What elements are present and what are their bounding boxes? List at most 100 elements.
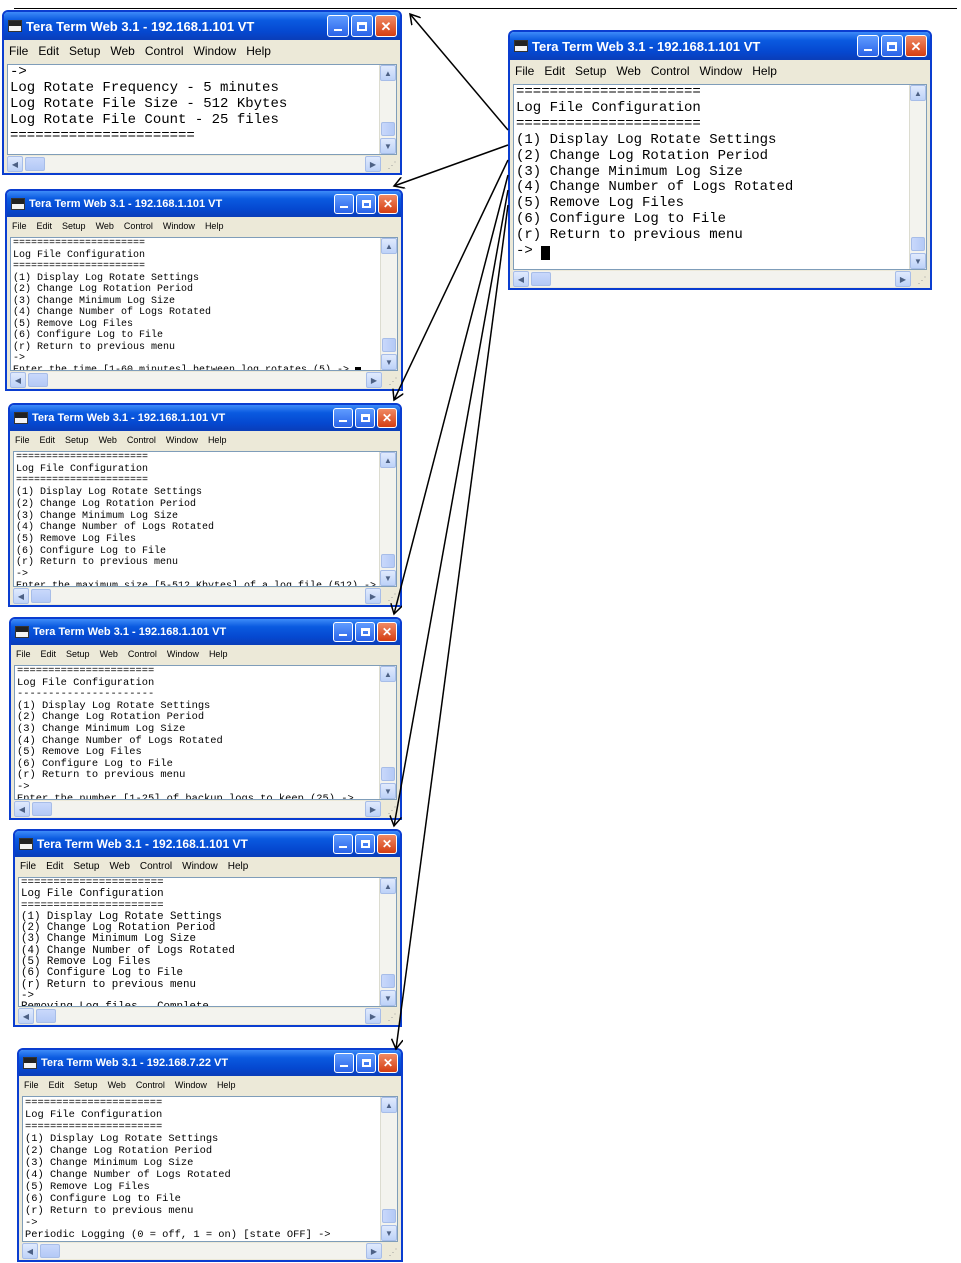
scroll-thumb[interactable]: [381, 554, 395, 568]
menu-setup[interactable]: Setup: [62, 221, 86, 231]
resize-grip-icon[interactable]: ⋰: [388, 376, 398, 386]
horizontal-scrollbar[interactable]: ◀▶: [22, 1243, 382, 1259]
menu-web[interactable]: Web: [110, 44, 135, 58]
menu-window[interactable]: Window: [166, 649, 199, 659]
vertical-scrollbar[interactable]: ▲▼: [380, 238, 397, 370]
menu-control[interactable]: Control: [135, 1080, 165, 1090]
close-button[interactable]: ✕: [378, 194, 398, 214]
menu-edit[interactable]: Edit: [40, 649, 57, 659]
menu-web[interactable]: Web: [616, 64, 641, 78]
horizontal-scrollbar[interactable]: ◀▶: [13, 588, 381, 604]
resize-grip-icon[interactable]: ⋰: [387, 805, 397, 815]
scroll-thumb[interactable]: [381, 767, 395, 781]
menu-file[interactable]: File: [16, 649, 31, 659]
resize-grip-icon[interactable]: ⋰: [917, 275, 927, 285]
menu-control[interactable]: Control: [123, 221, 153, 231]
menu-window[interactable]: Window: [174, 1080, 207, 1090]
scroll-up-button[interactable]: ▲: [910, 85, 926, 101]
maximize-button[interactable]: [351, 15, 373, 37]
scroll-up-button[interactable]: ▲: [381, 238, 397, 254]
maximize-button[interactable]: [355, 834, 375, 854]
close-button[interactable]: ✕: [378, 1053, 398, 1073]
menu-help[interactable]: Help: [208, 649, 228, 659]
menu-file[interactable]: File: [9, 44, 29, 58]
scroll-right-button[interactable]: ▶: [365, 1008, 381, 1024]
minimize-button[interactable]: [857, 35, 879, 57]
menu-edit[interactable]: Edit: [46, 860, 64, 872]
horizontal-scroll-thumb[interactable]: [531, 272, 551, 286]
menu-control[interactable]: Control: [126, 435, 156, 445]
maximize-button[interactable]: [355, 622, 375, 642]
title-bar[interactable]: Tera Term Web 3.1 - 192.168.1.101 VT✕: [15, 831, 400, 857]
menu-help[interactable]: Help: [246, 44, 271, 58]
menu-window[interactable]: Window: [162, 221, 195, 231]
menu-file[interactable]: File: [15, 435, 30, 445]
menu-edit[interactable]: Edit: [544, 64, 566, 78]
menu-window[interactable]: Window: [699, 64, 743, 78]
scroll-thumb[interactable]: [382, 1209, 396, 1223]
title-bar[interactable]: Tera Term Web 3.1 - 192.168.1.101 VT✕: [10, 405, 400, 431]
scroll-left-button[interactable]: ◀: [7, 156, 23, 172]
terminal-screen[interactable]: ======================Log File Configura…: [10, 237, 398, 371]
scroll-left-button[interactable]: ◀: [18, 1008, 34, 1024]
menu-setup[interactable]: Setup: [65, 435, 89, 445]
minimize-button[interactable]: [334, 194, 354, 214]
horizontal-scroll-thumb[interactable]: [40, 1244, 60, 1258]
menu-edit[interactable]: Edit: [36, 221, 53, 231]
scroll-right-button[interactable]: ▶: [895, 271, 911, 287]
terminal-screen[interactable]: ======================Log File Configura…: [14, 665, 397, 800]
menu-file[interactable]: File: [12, 221, 27, 231]
scroll-right-button[interactable]: ▶: [366, 372, 382, 388]
close-button[interactable]: ✕: [375, 15, 397, 37]
horizontal-scrollbar[interactable]: ◀▶: [14, 801, 381, 817]
horizontal-scroll-thumb[interactable]: [28, 373, 48, 387]
maximize-button[interactable]: [356, 1053, 376, 1073]
resize-grip-icon[interactable]: ⋰: [387, 592, 397, 602]
scroll-down-button[interactable]: ▼: [380, 138, 396, 154]
scroll-up-button[interactable]: ▲: [380, 878, 396, 894]
scroll-thumb[interactable]: [382, 338, 396, 352]
scroll-up-button[interactable]: ▲: [380, 666, 396, 682]
terminal-screen[interactable]: ======================Log File Configura…: [22, 1096, 398, 1242]
menu-setup[interactable]: Setup: [66, 649, 90, 659]
scroll-left-button[interactable]: ◀: [22, 1243, 38, 1259]
menu-help[interactable]: Help: [207, 435, 227, 445]
horizontal-scrollbar[interactable]: ◀▶: [18, 1008, 381, 1024]
vertical-scrollbar[interactable]: ▲▼: [379, 65, 396, 154]
scroll-up-button[interactable]: ▲: [380, 65, 396, 81]
vertical-scrollbar[interactable]: ▲▼: [379, 666, 396, 799]
menu-edit[interactable]: Edit: [48, 1080, 65, 1090]
menu-setup[interactable]: Setup: [69, 44, 101, 58]
resize-grip-icon[interactable]: ⋰: [387, 1012, 397, 1022]
menu-window[interactable]: Window: [182, 860, 218, 872]
vertical-scrollbar[interactable]: ▲▼: [380, 1097, 397, 1241]
menu-setup[interactable]: Setup: [73, 860, 100, 872]
scroll-left-button[interactable]: ◀: [10, 372, 26, 388]
menu-web[interactable]: Web: [99, 649, 118, 659]
scroll-down-button[interactable]: ▼: [380, 783, 396, 799]
scroll-right-button[interactable]: ▶: [366, 1243, 382, 1259]
minimize-button[interactable]: [333, 408, 353, 428]
scroll-thumb[interactable]: [381, 122, 395, 136]
scroll-up-button[interactable]: ▲: [381, 1097, 397, 1113]
scroll-down-button[interactable]: ▼: [381, 354, 397, 370]
scroll-down-button[interactable]: ▼: [381, 1225, 397, 1241]
horizontal-scroll-thumb[interactable]: [36, 1009, 56, 1023]
title-bar[interactable]: Tera Term Web 3.1 - 192.168.1.101 VT✕: [4, 12, 400, 40]
menu-file[interactable]: File: [20, 860, 37, 872]
terminal-screen[interactable]: ======================Log File Configura…: [13, 451, 397, 587]
horizontal-scroll-thumb[interactable]: [31, 589, 51, 603]
menu-control[interactable]: Control: [139, 860, 173, 872]
menu-control[interactable]: Control: [650, 64, 690, 78]
maximize-button[interactable]: [355, 408, 375, 428]
vertical-scrollbar[interactable]: ▲▼: [379, 452, 396, 586]
menu-help[interactable]: Help: [204, 221, 224, 231]
menu-control[interactable]: Control: [127, 649, 157, 659]
maximize-button[interactable]: [356, 194, 376, 214]
terminal-screen[interactable]: ======================Log File Configura…: [18, 877, 397, 1007]
close-button[interactable]: ✕: [377, 834, 397, 854]
scroll-thumb[interactable]: [381, 974, 395, 988]
close-button[interactable]: ✕: [905, 35, 927, 57]
vertical-scrollbar[interactable]: ▲▼: [379, 878, 396, 1006]
